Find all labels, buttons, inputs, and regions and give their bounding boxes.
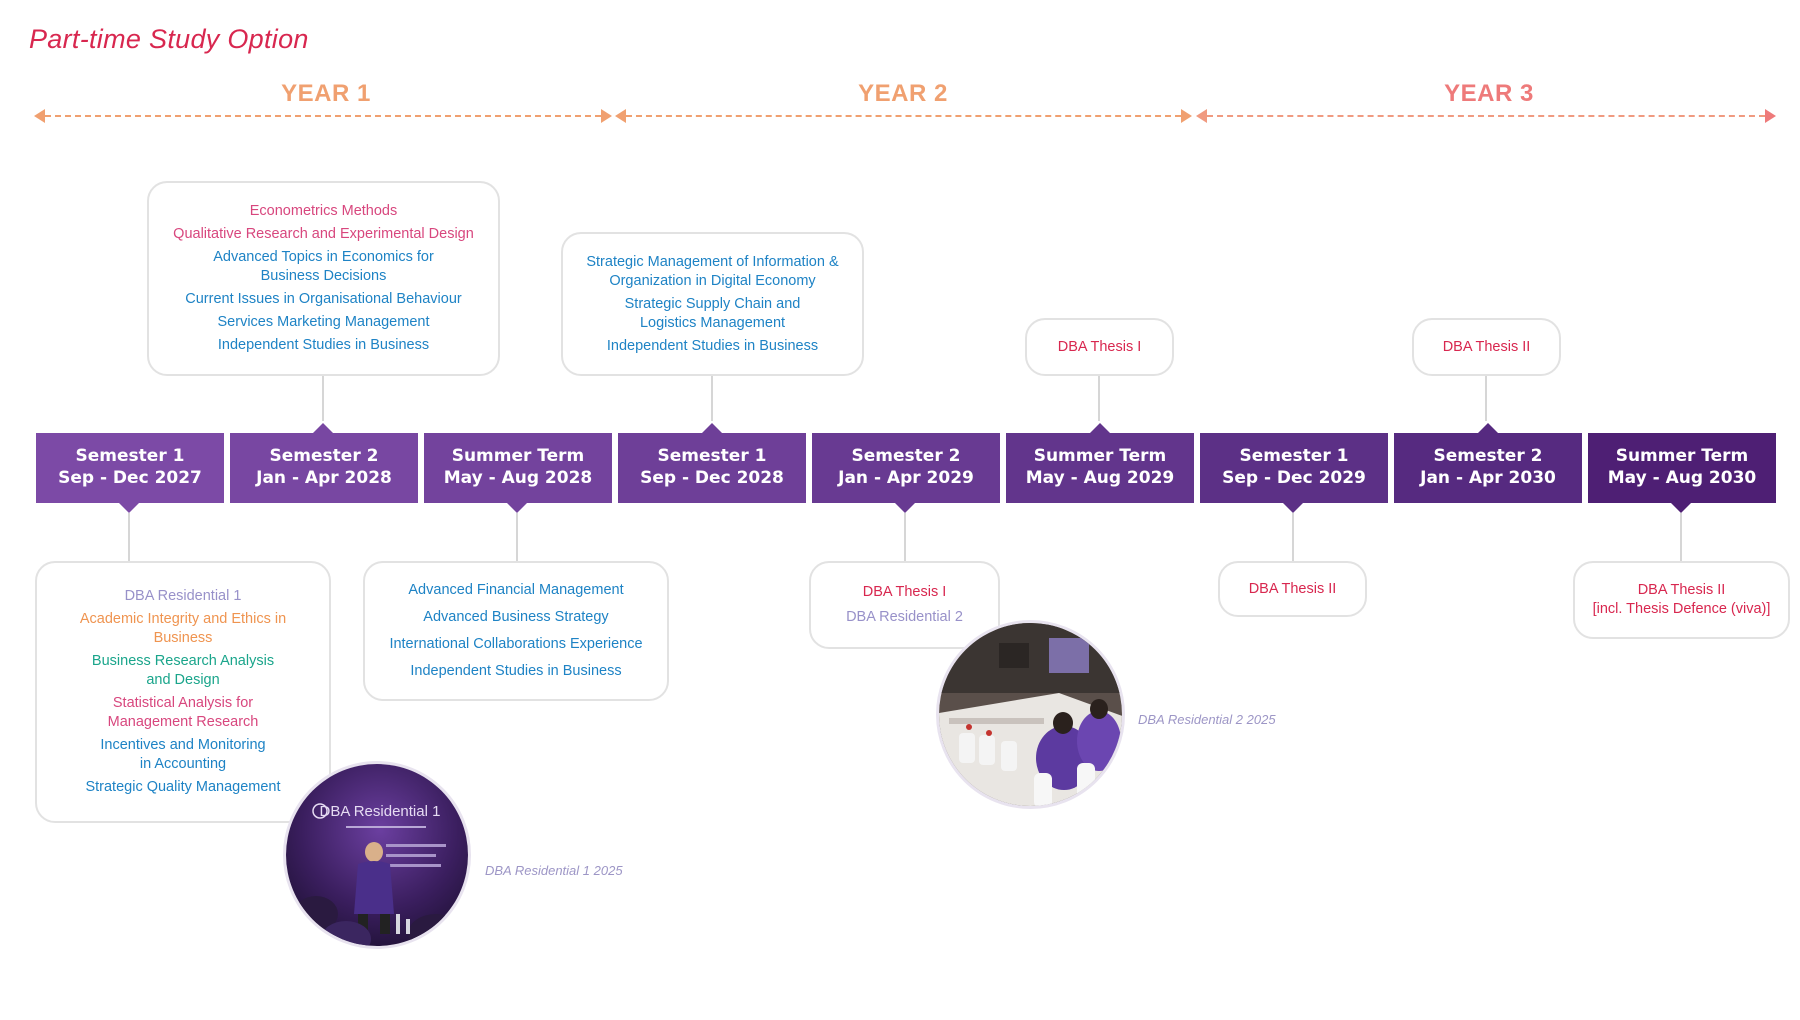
- year-2-span-line: [626, 115, 1181, 117]
- connector-line: [516, 513, 518, 561]
- y2s2-course-box: DBA Thesis I DBA Residential 2: [809, 561, 1000, 649]
- term-name: Semester 2: [269, 446, 379, 466]
- pointer-up-icon: [1478, 423, 1498, 433]
- term-name: Semester 1: [1239, 446, 1349, 466]
- pointer-down-icon: [895, 503, 915, 513]
- residential-2-photo-image: [939, 623, 1122, 806]
- term-name: Semester 2: [851, 446, 961, 466]
- course-item: Independent Studies in Business: [217, 337, 430, 353]
- term-y3-summer: Summer Term May - Aug 2030: [1588, 433, 1776, 503]
- term-y1-semester-2: Semester 2 Jan - Apr 2028: [230, 433, 418, 503]
- photo-caption: DBA Residential 2 2025: [1138, 712, 1276, 727]
- term-y1-semester-1: Semester 1 Sep - Dec 2027: [36, 433, 224, 503]
- page-title: Part-time Study Option: [29, 24, 309, 54]
- term-dates: Sep - Dec 2028: [640, 468, 784, 488]
- year-1-arrow-left-icon: [34, 109, 45, 123]
- pointer-up-icon: [313, 423, 333, 433]
- photo-caption: DBA Residential 1 2025: [485, 863, 623, 878]
- connector-line: [1292, 513, 1294, 561]
- pointer-down-icon: [1671, 503, 1691, 513]
- year-3-arrow-left-icon: [1196, 109, 1207, 123]
- course-item: DBA Residential 2: [846, 609, 963, 625]
- pointer-down-icon: [119, 503, 139, 513]
- course-item: Econometrics Methods: [249, 203, 398, 219]
- course-item: Academic Integrity and Ethics in Busines…: [79, 611, 287, 646]
- year-1-arrow-right-icon: [601, 109, 612, 123]
- residential-1-photo-image: DBA Residential 1: [286, 764, 468, 946]
- course-item: Independent Studies in Business: [606, 337, 819, 354]
- connector-line: [322, 376, 324, 421]
- course-item: Advanced Topics in Economics for Busines…: [213, 249, 434, 284]
- term-dates: May - Aug 2029: [1025, 468, 1175, 488]
- y2s1-course-box: Strategic Management of Information & Or…: [561, 232, 864, 376]
- y1s1-course-box: DBA Residential 1 Academic Integrity and…: [35, 561, 331, 823]
- connector-line: [904, 513, 906, 561]
- term-dates: May - Aug 2028: [443, 468, 593, 488]
- course-item: Statistical Analysis for Management Rese…: [107, 695, 259, 730]
- year-2-label: YEAR 2: [858, 80, 948, 107]
- course-item: DBA Thesis I: [862, 584, 947, 600]
- residential-2-photo: [936, 620, 1125, 809]
- term-dates: Jan - Apr 2029: [838, 468, 974, 488]
- term-name: Summer Term: [1033, 446, 1167, 466]
- y3s1-thesis-box: DBA Thesis II: [1218, 561, 1367, 617]
- term-name: Semester 1: [657, 446, 767, 466]
- year-2-arrow-left-icon: [615, 109, 626, 123]
- course-item: Strategic Quality Management: [85, 779, 281, 795]
- course-item: Business Research Analysis and Design: [91, 653, 275, 688]
- course-item: Strategic Supply Chain and Logistics Man…: [624, 295, 801, 331]
- y3s2-thesis-box: DBA Thesis II: [1412, 318, 1561, 376]
- course-item: DBA Thesis I: [1057, 338, 1142, 355]
- term-y2-semester-1: Semester 1 Sep - Dec 2028: [618, 433, 806, 503]
- term-dates: Jan - Apr 2028: [256, 468, 392, 488]
- term-y3-semester-2: Semester 2 Jan - Apr 2030: [1394, 433, 1582, 503]
- term-name: Semester 2: [1433, 446, 1543, 466]
- term-dates: Sep - Dec 2029: [1222, 468, 1366, 488]
- course-item: Current Issues in Organisational Behavio…: [185, 291, 462, 307]
- term-y3-semester-1: Semester 1 Sep - Dec 2029: [1200, 433, 1388, 503]
- year-3-label: YEAR 3: [1444, 80, 1534, 107]
- term-y2-summer: Summer Term May - Aug 2029: [1006, 433, 1194, 503]
- course-item: Advanced Business Strategy: [423, 609, 609, 625]
- course-item: Services Marketing Management: [217, 314, 430, 330]
- term-y2-semester-2: Semester 2 Jan - Apr 2029: [812, 433, 1000, 503]
- term-y1-summer: Summer Term May - Aug 2028: [424, 433, 612, 503]
- pointer-up-icon: [702, 423, 722, 433]
- year-1-label: YEAR 1: [281, 80, 371, 107]
- course-item: Qualitative Research and Experimental De…: [173, 226, 474, 242]
- pointer-up-icon: [1090, 423, 1110, 433]
- connector-line: [1680, 513, 1682, 561]
- course-item: DBA Thesis II: [1442, 338, 1531, 355]
- residential-1-photo: DBA Residential 1: [283, 761, 471, 949]
- connector-line: [1485, 376, 1487, 421]
- pointer-down-icon: [1283, 503, 1303, 513]
- year-2-arrow-right-icon: [1181, 109, 1192, 123]
- course-item: International Collaborations Experience: [389, 636, 643, 652]
- photo-banner-text: DBA Residential 1: [320, 803, 441, 820]
- course-item: DBA Residential 1: [124, 588, 242, 604]
- year-1-span-line: [45, 115, 601, 117]
- year-3-arrow-right-icon: [1765, 109, 1776, 123]
- course-item: Advanced Financial Management: [408, 582, 624, 598]
- connector-line: [1098, 376, 1100, 421]
- course-item: DBA Thesis II [incl. Thesis Defence (viv…: [1592, 582, 1771, 617]
- term-name: Semester 1: [75, 446, 185, 466]
- connector-line: [128, 513, 130, 561]
- y1sum-course-box: Advanced Financial Management Advanced B…: [363, 561, 669, 701]
- term-name: Summer Term: [451, 446, 585, 466]
- course-item: Incentives and Monitoring in Accounting: [100, 737, 266, 772]
- y3sum-thesis-box: DBA Thesis II [incl. Thesis Defence (viv…: [1573, 561, 1790, 639]
- pointer-down-icon: [507, 503, 527, 513]
- term-dates: May - Aug 2030: [1607, 468, 1757, 488]
- term-dates: Sep - Dec 2027: [58, 468, 202, 488]
- year-3-span-line: [1207, 115, 1765, 117]
- term-name: Summer Term: [1615, 446, 1749, 466]
- connector-line: [711, 376, 713, 421]
- y1s2-course-box: Econometrics Methods Qualitative Researc…: [147, 181, 500, 376]
- term-dates: Jan - Apr 2030: [1420, 468, 1556, 488]
- course-item: Independent Studies in Business: [410, 663, 622, 679]
- course-item: DBA Thesis II: [1248, 580, 1337, 597]
- course-item: Strategic Management of Information & Or…: [586, 253, 839, 289]
- y2sum-thesis-box: DBA Thesis I: [1025, 318, 1174, 376]
